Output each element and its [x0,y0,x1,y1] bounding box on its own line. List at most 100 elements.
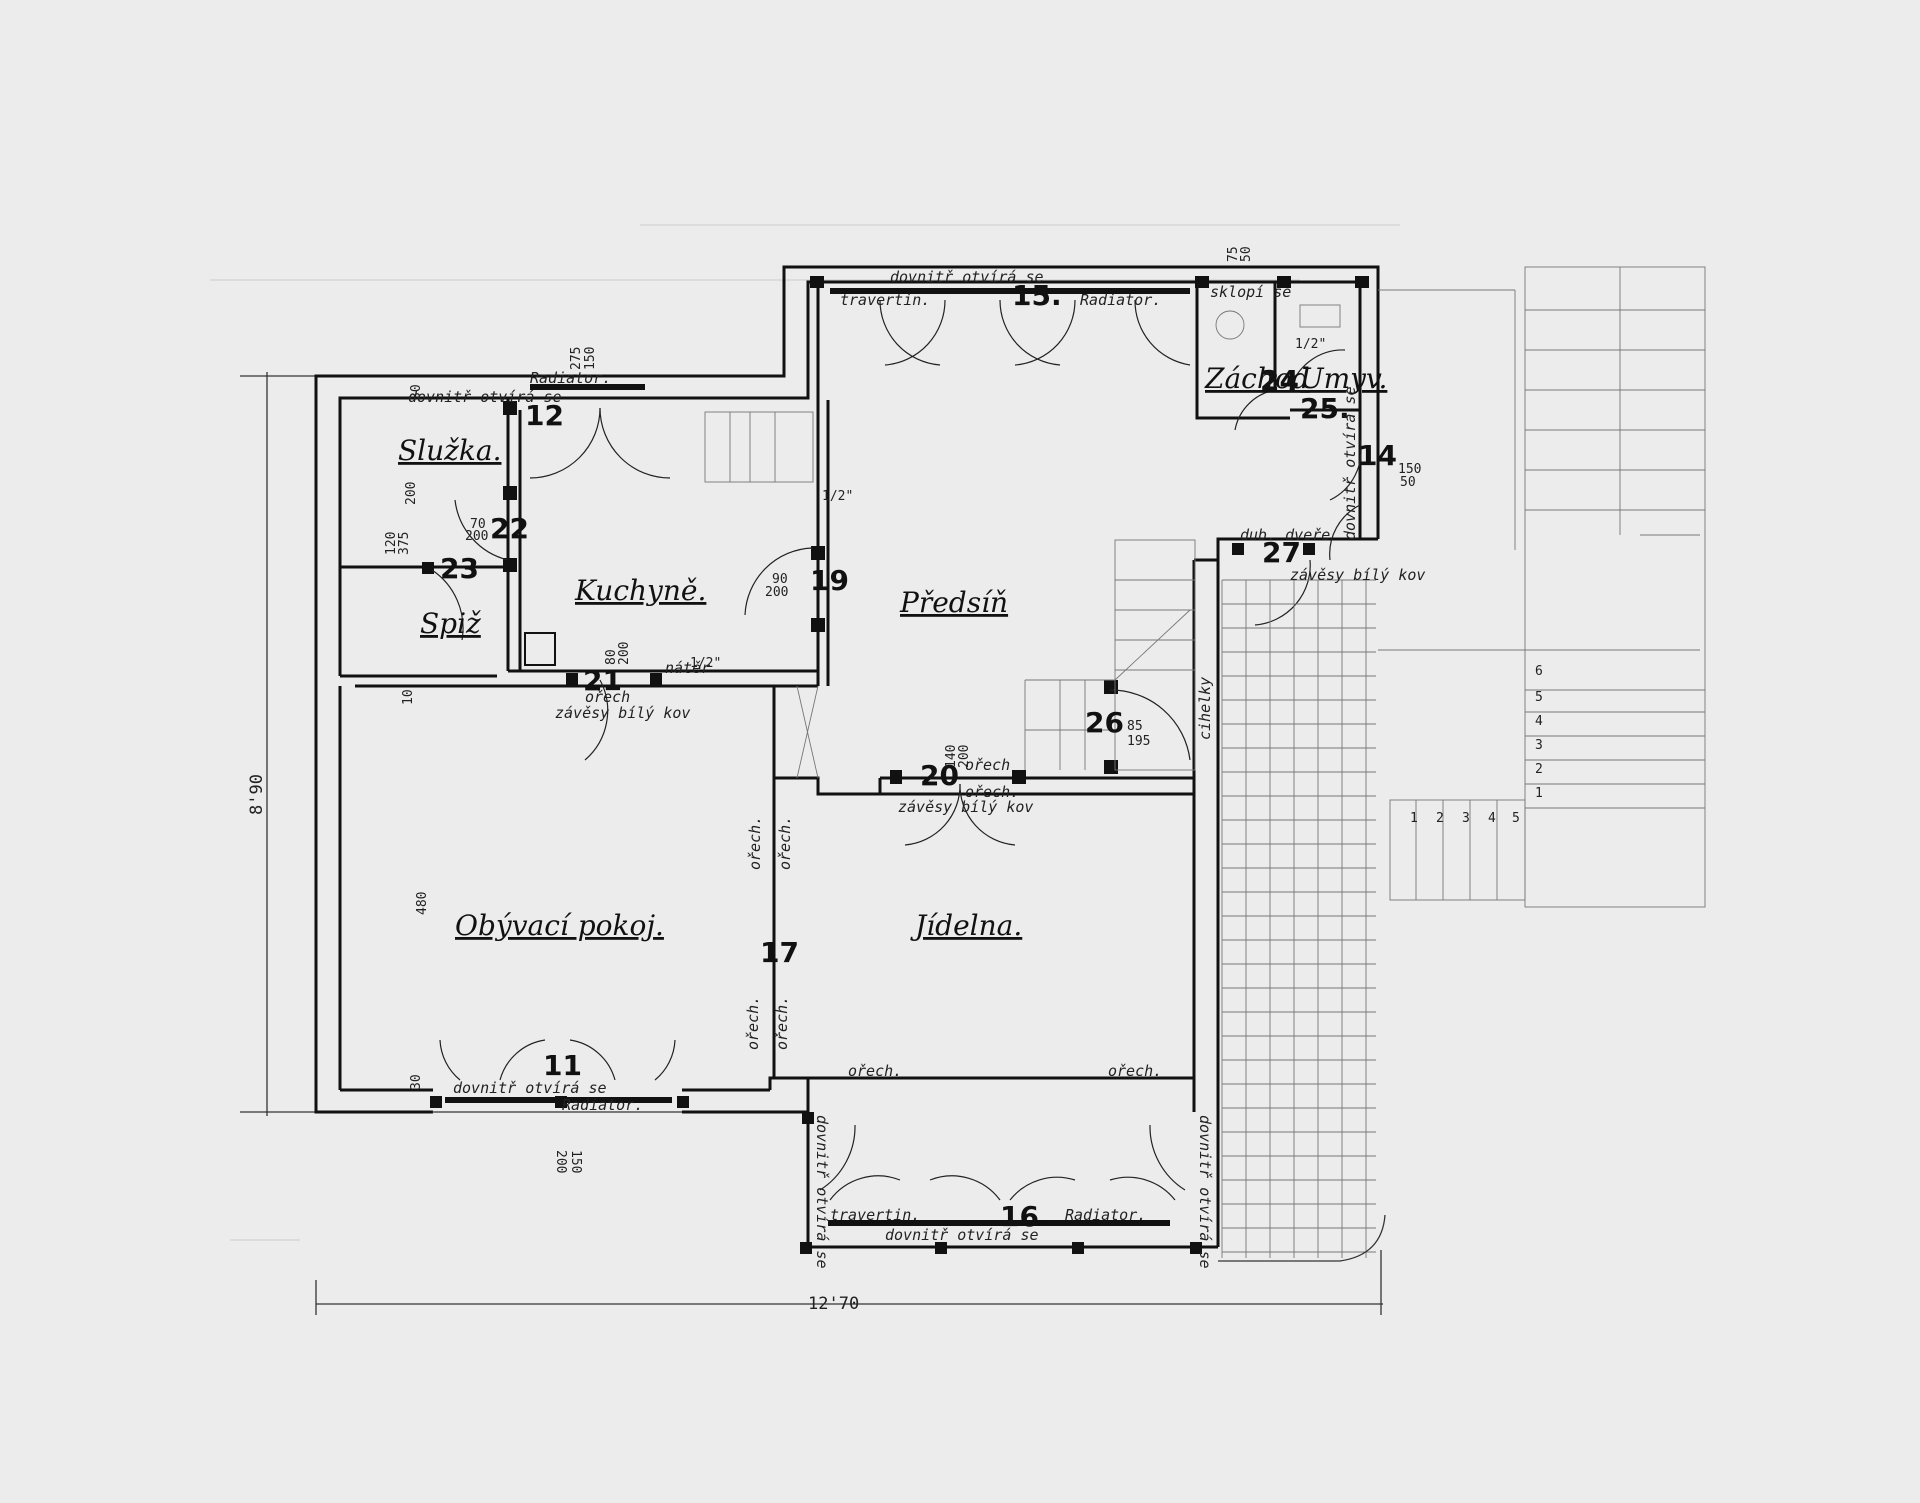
note-hinges-20: závěsy bílý kov [898,798,1033,816]
note-orech-17d: ořech. [773,996,791,1050]
stairs [524,266,1706,908]
stair-numbers: 1 2 3 4 5 6 1 2 3 4 5 [1410,664,1543,826]
note-travertin-15: travertin. [840,291,930,309]
dim-90: 90 [772,572,788,587]
note-orech-dining-left: ořech. [848,1062,902,1080]
dim-30: 30 [409,384,424,400]
dim-70: 70 [470,517,486,532]
number-11: 11 [543,1049,582,1082]
note-orech-17b: ořech. [776,816,794,870]
stair-step-4: 4 [1535,714,1543,729]
dim-total-width: 12'70 [808,1294,859,1314]
number-20: 20 [920,759,959,792]
room-obyvaci-pokoj: Obývací pokoj. [455,909,664,942]
number-15: 15. [1012,279,1062,312]
number-19: 19 [810,564,849,597]
stair-step-2: 2 [1535,762,1543,777]
number-22: 22 [490,512,529,545]
dim-375: 375 [397,532,412,555]
note-radiator-12: Radiator. [530,369,611,387]
note-radiator-11: Radiator. [562,1096,643,1114]
number-23: 23 [440,552,479,585]
number-27: 27 [1262,536,1301,569]
dim-150: 150 [1398,462,1421,477]
stair-h-4: 4 [1488,811,1496,826]
room-umyv: Umyv. [1300,362,1387,395]
note-orech-20a: ořech [965,756,1010,774]
note-inward-16-right: dovnitř otvírá se [1196,1115,1214,1269]
dim-195: 195 [1127,734,1150,749]
note-inward-16: dovnitř otvírá se [885,1226,1039,1244]
room-zachod: Záchod [1204,362,1310,395]
stair-step-3: 3 [1535,738,1543,753]
note-hinges-27: závěsy bílý kov [1290,566,1425,584]
note-half-inch-1: 1/2" [822,489,853,504]
note-inward-16-left: dovnitř otvírá se [813,1115,831,1269]
room-labels: Služka. Kuchyně. Spiž Předsíň Obývací po… [398,362,1387,942]
stair-step-5: 5 [1535,690,1543,705]
room-predsin: Předsíň [899,586,1008,619]
walls [314,265,1380,1249]
dim-total-height: 8'90 [247,774,267,815]
dim-120: 120 [384,532,399,555]
note-orech-21: ořech [585,688,630,706]
note-radiator-16: Radiator. [1065,1206,1146,1224]
note-orech-17c: ořech. [744,996,762,1050]
number-26: 26 [1085,706,1124,739]
dim-150: 150 [568,1150,583,1173]
dim-140: 140 [944,745,959,768]
stair-h-3: 3 [1462,811,1470,826]
dim-75: 75 [1226,246,1241,262]
number-14: 14 [1358,439,1397,472]
columns [422,276,1369,1254]
dim-200: 200 [765,585,788,600]
door-swings [431,299,1362,1201]
dim-30-bottom: 30 [409,1074,424,1090]
number-25: 25. [1300,392,1350,425]
dim-200: 200 [957,745,972,768]
dim-480: 480 [415,892,430,915]
dim-10: 10 [401,689,416,705]
note-inward-11: dovnitř otvírá se [453,1079,607,1097]
number-12: 12 [525,399,564,432]
dim-200: 200 [465,529,488,544]
number-24: 24 [1260,364,1299,397]
note-sklopi: sklopí se [1210,283,1291,301]
dim-50: 50 [1400,475,1416,490]
note-orech-dining-right: ořech. [1108,1062,1162,1080]
terrace-corner [1218,1214,1386,1262]
faint-traces [210,224,1400,1241]
note-half-inch-2: 1/2" [690,656,721,671]
note-hinges-21: závěsy bílý kov [555,704,690,722]
number-17: 17 [760,936,799,969]
annotations: dovnitř otvírá se travertin. Radiator. s… [408,268,1425,1269]
room-sluzka: Služka. [398,434,501,467]
note-orech-20b: ořech. [965,783,1019,801]
note-half-inch-3: 1/2" [1295,337,1326,352]
dimension-labels: 70 200 90 200 120 375 275 150 75 50 150 … [247,246,1421,1314]
room-kuchyne: Kuchyně. [574,574,706,607]
room-jidelna: Jídelna. [910,909,1022,942]
door-numbers: 11 12 14 15. 16. 17 19 20 21 22 23 24 25… [440,279,1397,1233]
dim-80: 80 [604,649,619,665]
note-dub-dvere: dub. dveře [1240,526,1330,544]
stair-h-2: 2 [1436,811,1444,826]
note-inward-15: dovnitř otvírá se [890,268,1044,286]
note-travertin-16: travertin. [830,1206,920,1224]
stair-h-5: 5 [1512,811,1520,826]
note-orech-17a: ořech. [746,816,764,870]
note-radiator-15: Radiator. [1080,291,1161,309]
stair-step-1: 1 [1535,786,1543,801]
number-21: 21 [583,664,622,697]
stair-h-1: 1 [1410,811,1418,826]
dimension-lines [240,372,1383,1315]
dim-200-sluzka: 200 [404,482,419,505]
note-inward-14: dovnitř otvírá se [1341,386,1359,540]
terrace-grid [1221,579,1376,1258]
dim-85: 85 [1127,719,1143,734]
number-16: 16. [1000,1200,1050,1233]
stair-step-6: 6 [1535,664,1543,679]
dim-150: 150 [583,347,598,370]
dim-275: 275 [569,347,584,370]
